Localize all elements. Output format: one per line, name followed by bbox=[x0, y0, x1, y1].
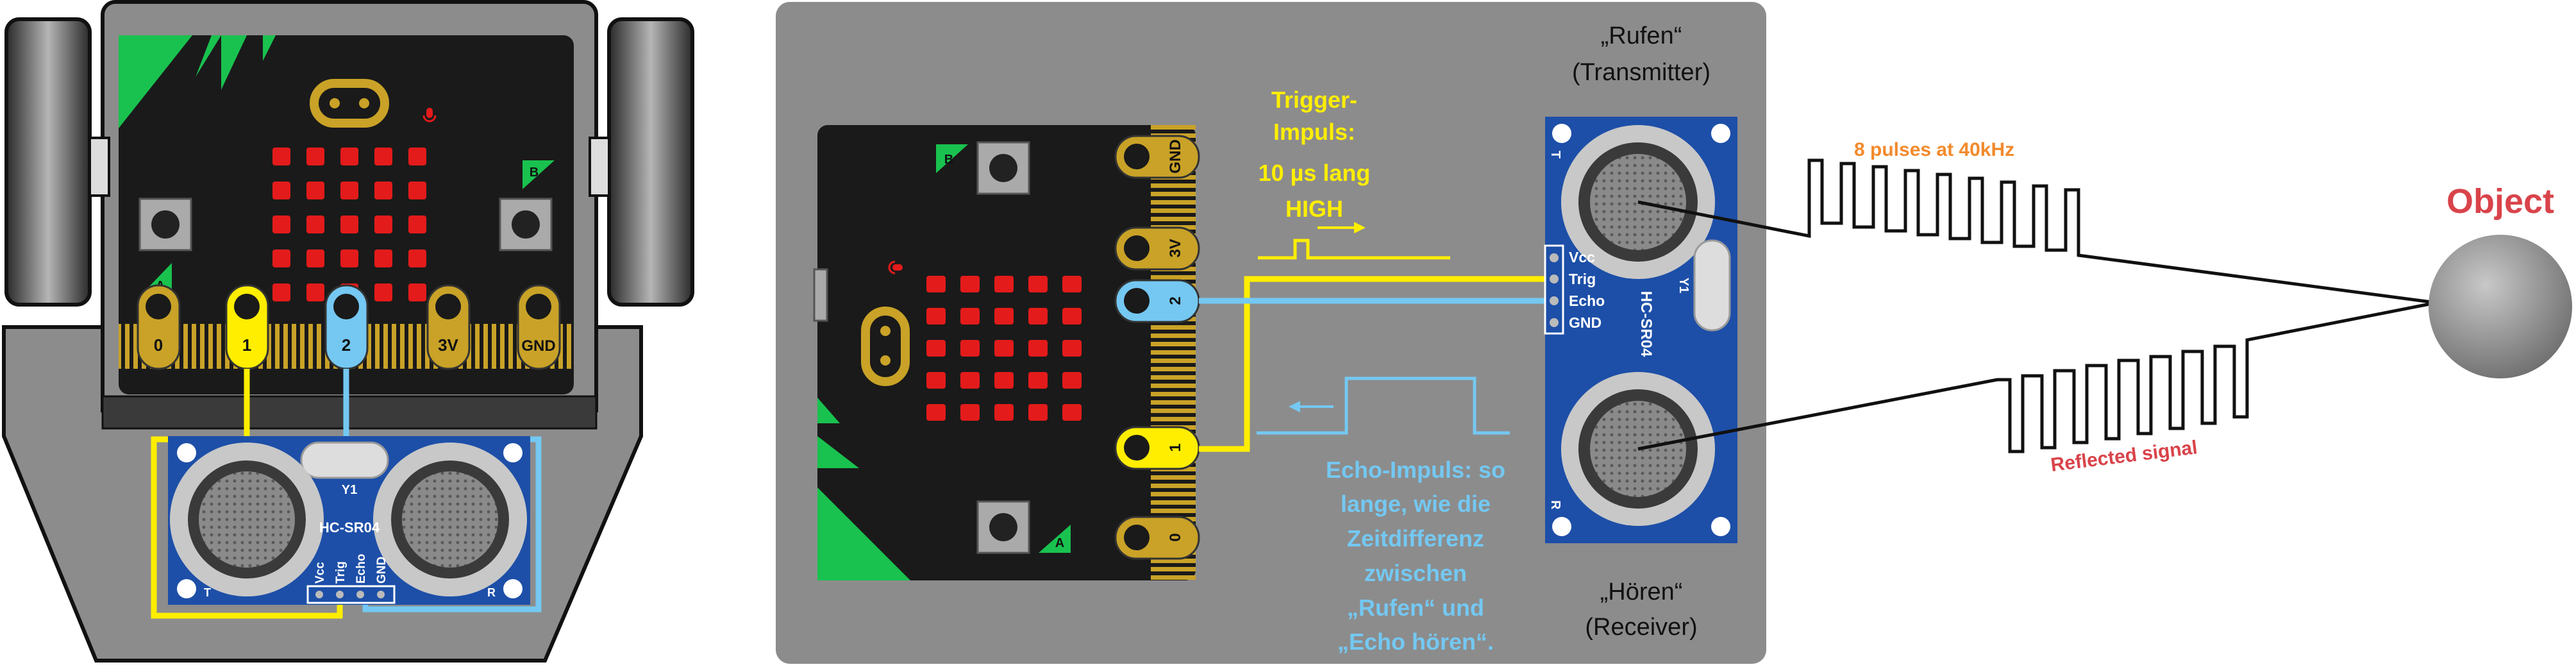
svg-text:10 µs lang: 10 µs lang bbox=[1259, 160, 1371, 186]
pulses-label: 8 pulses at 40kHz bbox=[1854, 139, 2014, 160]
svg-text:„Hören“: „Hören“ bbox=[1600, 578, 1683, 605]
svg-text:„Echo hören“.: „Echo hören“. bbox=[1337, 629, 1494, 655]
right-pin-3v[interactable]: 3V bbox=[1114, 226, 1200, 271]
svg-text:0: 0 bbox=[154, 335, 163, 355]
right-button-a[interactable] bbox=[976, 500, 1030, 554]
svg-text:0: 0 bbox=[1167, 533, 1184, 541]
svg-text:zwischen: zwischen bbox=[1364, 560, 1467, 586]
reflected-signal bbox=[1637, 301, 2437, 453]
object-sphere bbox=[2429, 235, 2572, 378]
right-logo-icon bbox=[861, 307, 910, 386]
right-sensor-pin-echo: Echo bbox=[1569, 292, 1605, 309]
right-pins: GND 3V 2 1 0 bbox=[1114, 135, 1200, 560]
left-sensor-model: HC-SR04 bbox=[319, 519, 380, 536]
right-pin-1[interactable]: 1 bbox=[1114, 426, 1200, 470]
left-pin-gnd[interactable]: GND bbox=[517, 284, 561, 370]
left-sensor-y1: Y1 bbox=[342, 483, 357, 497]
transmitter-label: „Rufen“ (Transmitter) bbox=[1572, 22, 1710, 86]
svg-text:„Rufen“ und: „Rufen“ und bbox=[1347, 595, 1484, 621]
right-button-b-label: B bbox=[944, 153, 953, 167]
logo-icon bbox=[310, 79, 389, 128]
right-pin-2[interactable]: 2 bbox=[1114, 279, 1200, 323]
svg-text:Zeitdifferenz: Zeitdifferenz bbox=[1347, 525, 1484, 552]
echo-text: Echo-Impuls: so lange, wie die Zeitdiffe… bbox=[1326, 457, 1505, 655]
middle-wire-trig bbox=[1199, 276, 1559, 452]
echo-arrow-icon bbox=[1289, 401, 1334, 412]
left-sensor-pin-vcc: Vcc bbox=[314, 562, 327, 584]
svg-text:Trigger-: Trigger- bbox=[1271, 87, 1357, 113]
left-sensor: Y1 HC-SR04 T R Vcc Trig Echo GND bbox=[168, 436, 530, 605]
right-wheel bbox=[589, 17, 694, 307]
right-led-matrix bbox=[926, 276, 1082, 421]
left-pins: 0 1 2 3V GND bbox=[137, 284, 561, 370]
left-transmitter bbox=[170, 443, 324, 596]
svg-text:GND: GND bbox=[1167, 139, 1184, 173]
svg-text:GND: GND bbox=[521, 337, 555, 355]
left-button-b-label: B bbox=[530, 165, 539, 180]
microphone-icon bbox=[422, 108, 437, 122]
left-sensor-pin-gnd: GND bbox=[375, 557, 389, 584]
right-sensor: Y1 HC-SR04 T R Vcc Trig Echo GND bbox=[1544, 117, 1737, 543]
trigger-text: Trigger- Impuls: 10 µs lang HIGH bbox=[1259, 87, 1371, 222]
svg-text:2: 2 bbox=[1167, 296, 1184, 305]
right-button-a-label: A bbox=[1055, 536, 1064, 550]
left-receiver bbox=[373, 443, 527, 596]
right-sensor-r: R bbox=[1548, 500, 1562, 510]
svg-text:1: 1 bbox=[1167, 443, 1184, 452]
svg-text:Impuls:: Impuls: bbox=[1273, 119, 1355, 145]
outgoing-signal bbox=[1637, 158, 2437, 305]
right-sensor-t: T bbox=[1548, 151, 1562, 158]
left-button-a[interactable] bbox=[138, 198, 192, 251]
right-sensor-y1: Y1 bbox=[1677, 278, 1691, 293]
left-wire-trig bbox=[151, 369, 343, 619]
left-pin-3v[interactable]: 3V bbox=[426, 284, 471, 370]
svg-text:(Receiver): (Receiver) bbox=[1585, 614, 1697, 641]
svg-text:Echo-Impuls: so: Echo-Impuls: so bbox=[1326, 457, 1505, 483]
left-sensor-t: T bbox=[204, 586, 211, 599]
left-led-matrix bbox=[272, 148, 426, 301]
right-sensor-model: HC-SR04 bbox=[1637, 291, 1655, 357]
object-label: Object bbox=[2446, 182, 2554, 221]
left-sensor-r: R bbox=[487, 586, 496, 599]
svg-text:3V: 3V bbox=[1167, 239, 1184, 257]
right-sensor-pin-gnd: GND bbox=[1569, 314, 1602, 331]
right-pin-0[interactable]: 0 bbox=[1114, 516, 1200, 560]
right-microbit: B A bbox=[813, 125, 1196, 580]
left-sensor-pin-echo: Echo bbox=[355, 554, 368, 584]
right-pin-gnd[interactable]: GND bbox=[1114, 135, 1200, 179]
svg-text:„Rufen“: „Rufen“ bbox=[1601, 22, 1682, 49]
left-sensor-pin-trig: Trig bbox=[334, 561, 347, 584]
trigger-pulse bbox=[1258, 239, 1450, 260]
echo-pulse bbox=[1257, 376, 1510, 435]
right-microphone-icon bbox=[888, 260, 903, 274]
left-wire-echo bbox=[343, 369, 542, 612]
trigger-arrow-icon bbox=[1317, 222, 1366, 233]
svg-text:1: 1 bbox=[242, 335, 251, 355]
svg-text:3V: 3V bbox=[438, 335, 458, 355]
left-pin-0[interactable]: 0 bbox=[137, 284, 181, 370]
reflected-label: Reflected signal bbox=[2050, 437, 2198, 476]
receiver-label: „Hören“ (Receiver) bbox=[1585, 578, 1697, 641]
left-pin-2[interactable]: 2 bbox=[324, 284, 369, 370]
left-wheel bbox=[4, 17, 110, 307]
left-button-b[interactable] bbox=[499, 198, 553, 251]
svg-text:2: 2 bbox=[342, 335, 351, 355]
svg-text:(Transmitter): (Transmitter) bbox=[1572, 59, 1710, 86]
svg-text:lange, wie die: lange, wie die bbox=[1341, 491, 1491, 517]
right-button-b[interactable] bbox=[976, 141, 1030, 195]
left-pin-1[interactable]: 1 bbox=[225, 284, 269, 370]
right-sensor-pin-trig: Trig bbox=[1569, 271, 1596, 287]
svg-text:HIGH: HIGH bbox=[1285, 196, 1343, 222]
right-sensor-pin-vcc: Vcc bbox=[1569, 249, 1595, 266]
